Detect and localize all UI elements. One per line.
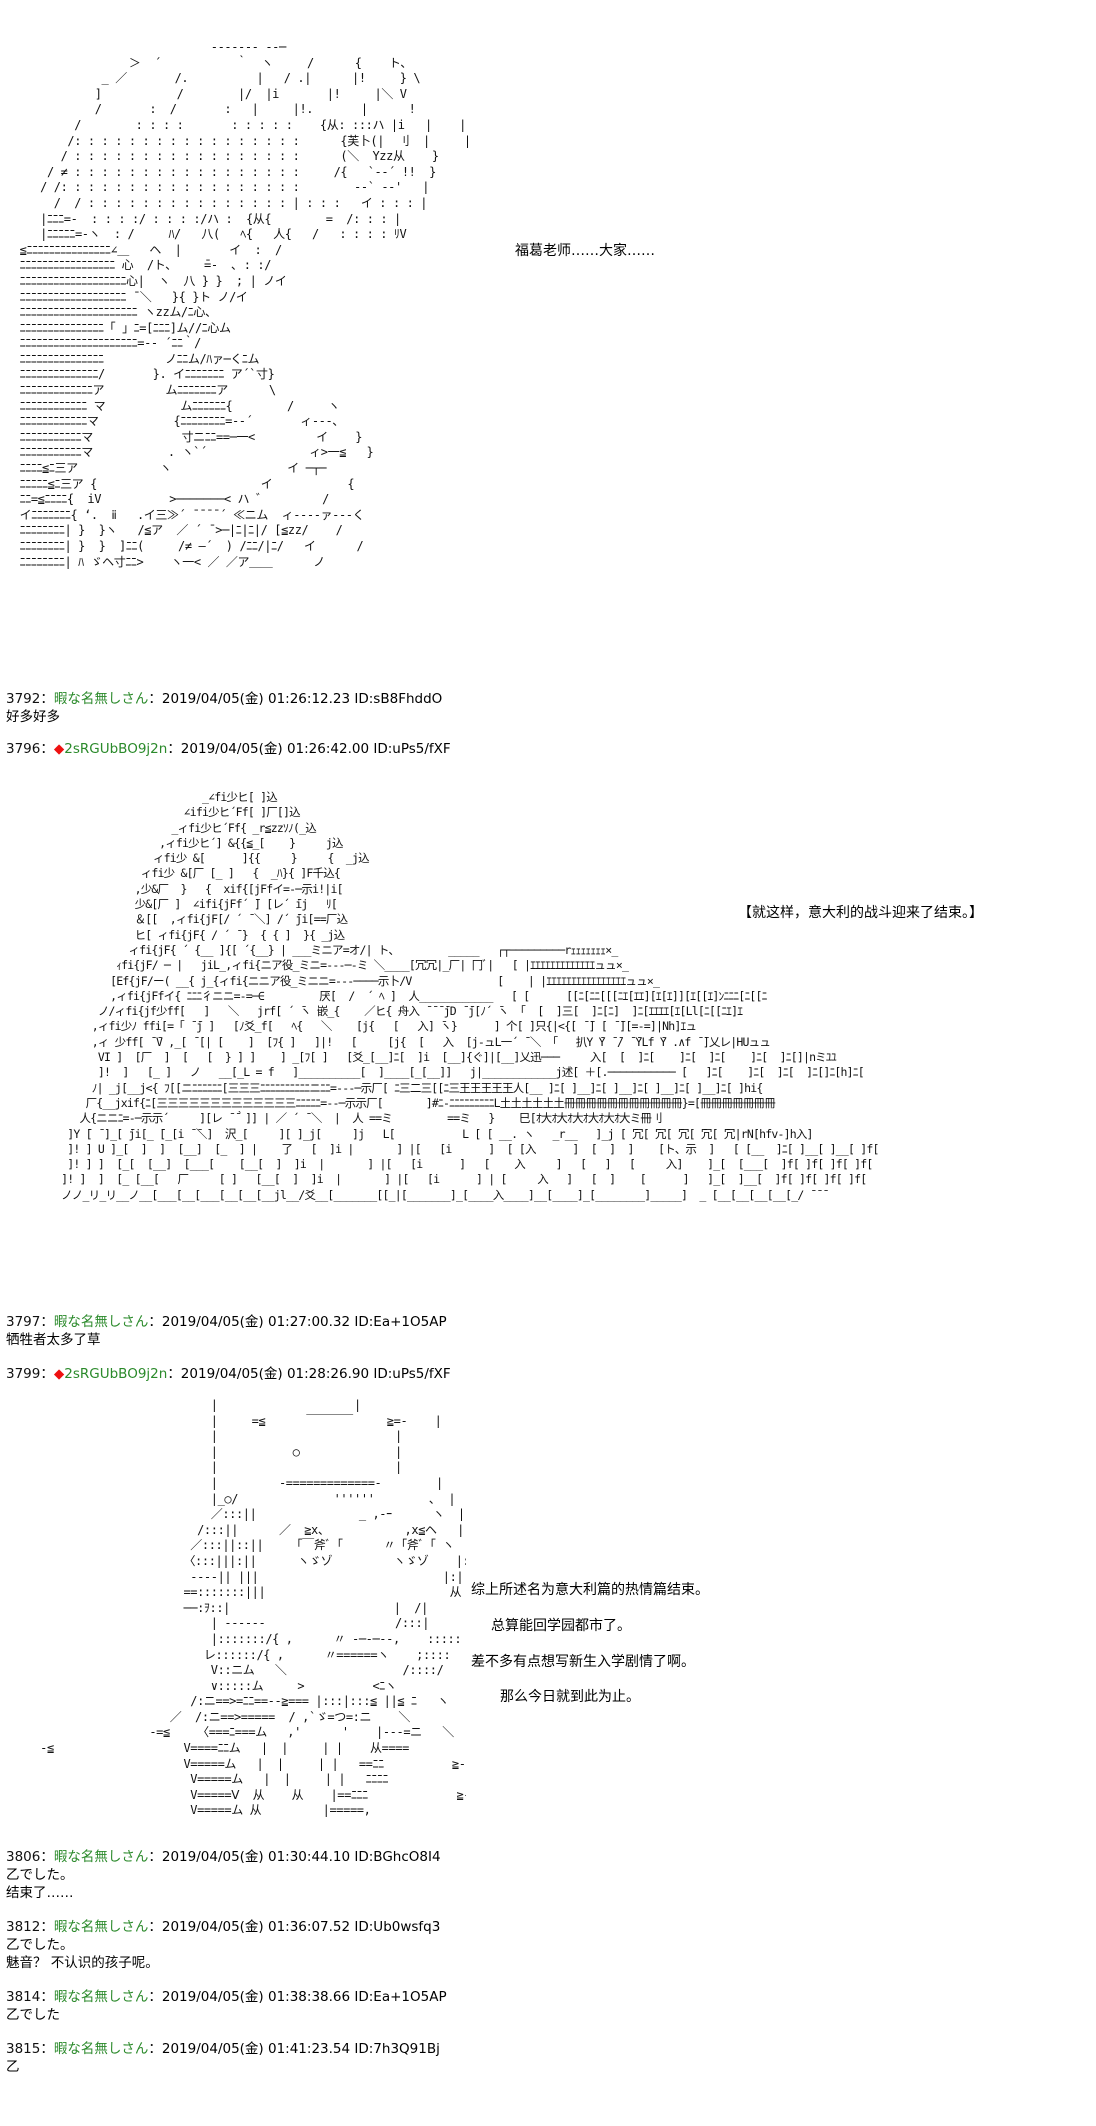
post-body: 乙でした: [6, 2007, 60, 2023]
post-3806: 3806：暇な名無しさん：2019/04/05(金) 01:30:44.10 I…: [6, 1849, 441, 1901]
post-number[interactable]: 3796: [6, 741, 41, 757]
post-meta: ：2019/04/05(金) 01:28:26.90 ID:uPs5/fXF: [167, 1366, 451, 1382]
poster-trip[interactable]: 2sRGUbBO9j2n: [64, 1366, 168, 1382]
poster-name[interactable]: 暇な名無しさん: [53, 2041, 149, 2057]
poster-name[interactable]: 暇な名無しさん: [53, 1989, 149, 2005]
post-3797: 3797：暇な名無しさん：2019/04/05(金) 01:27:00.32 I…: [6, 1314, 447, 1348]
poster-name[interactable]: 暇な名無しさん: [53, 691, 149, 707]
post-number[interactable]: 3814: [6, 1989, 41, 2005]
post-3796: 3796：◆2sRGUbBO9j2n：2019/04/05(金) 01:26:4…: [6, 741, 451, 757]
poster-name[interactable]: 暇な名無しさん: [53, 1919, 149, 1935]
post-3799: 3799：◆2sRGUbBO9j2n：2019/04/05(金) 01:28:2…: [6, 1366, 451, 1382]
post-meta: ：2019/04/05(金) 01:38:38.66 ID:Ea+1O5AP: [148, 1989, 447, 2005]
post-3815: 3815：暇な名無しさん：2019/04/05(金) 01:41:23.54 I…: [6, 2041, 440, 2075]
post-number[interactable]: 3806: [6, 1849, 41, 1865]
post-meta: ：2019/04/05(金) 01:41:23.54 ID:7h3Q91Bj: [148, 2041, 440, 2057]
speech-line: 那么今日就到此为止。: [500, 1689, 640, 1705]
poster-name[interactable]: 暇な名無しさん: [53, 1849, 149, 1865]
post-3814: 3814：暇な名無しさん：2019/04/05(金) 01:38:38.66 I…: [6, 1989, 447, 2023]
ascii-art-3: | | | =≦ ￣￣￣￣ ≧=- | | | | ○: [40, 1398, 466, 1818]
trip-diamond-icon: ◆: [53, 1366, 65, 1382]
post-meta: ：2019/04/05(金) 01:30:44.10 ID:BGhcO8I4: [148, 1849, 441, 1865]
post-number[interactable]: 3799: [6, 1366, 41, 1382]
speech-line: 综上所述名为意大利篇的热情篇结束。: [471, 1582, 709, 1598]
post-3792: 3792：暇な名無しさん：2019/04/05(金) 01:26:12.23 I…: [6, 691, 443, 725]
trip-diamond-icon: ◆: [53, 741, 65, 757]
post-meta: ：2019/04/05(金) 01:36:07.52 ID:Ub0wsfq3: [148, 1919, 441, 1935]
post-number[interactable]: 3792: [6, 691, 41, 707]
post-3812: 3812：暇な名無しさん：2019/04/05(金) 01:36:07.52 I…: [6, 1919, 441, 1971]
speech-line: 福葛老师……大家……: [515, 243, 655, 259]
speech-line: 【就这样，意大利的战斗迎来了结束。】: [738, 905, 983, 921]
post-number[interactable]: 3797: [6, 1314, 41, 1330]
post-body: 牺牲者太多了草: [6, 1332, 101, 1348]
post-number[interactable]: 3815: [6, 2041, 41, 2057]
poster-trip[interactable]: 2sRGUbBO9j2n: [64, 741, 168, 757]
post-meta: ：2019/04/05(金) 01:26:42.00 ID:uPs5/fXF: [167, 741, 451, 757]
post-body: 乙でした。 结束了……: [6, 1867, 74, 1901]
post-body: 乙: [6, 2059, 20, 2075]
speech-line: 总算能回学园都市了。: [491, 1618, 631, 1634]
ascii-art-1: --‐‐‐-- ‐‐─ ＞ ´ ｀ ヽ / { ト、 _ ／ /. | / .|…: [19, 40, 472, 569]
poster-name[interactable]: 暇な名無しさん: [53, 1314, 149, 1330]
post-number[interactable]: 3812: [6, 1919, 41, 1935]
post-body: 乙でした。 魅音？ 不认识的孩子呢。: [6, 1937, 159, 1971]
speech-line: 差不多有点想写新生入学剧情了啊。: [471, 1654, 695, 1670]
post-meta: ：2019/04/05(金) 01:26:12.23 ID:sB8FhddO: [148, 691, 443, 707]
post-meta: ：2019/04/05(金) 01:27:00.32 ID:Ea+1O5AP: [148, 1314, 447, 1330]
ascii-art-2: _∠fi少ヒ[ ]込 ∠ifi少ヒ´Ff[ ]厂[]込 _ィfi少ヒ´Ff{ _…: [61, 790, 879, 1202]
post-body: 好多好多: [6, 709, 60, 725]
